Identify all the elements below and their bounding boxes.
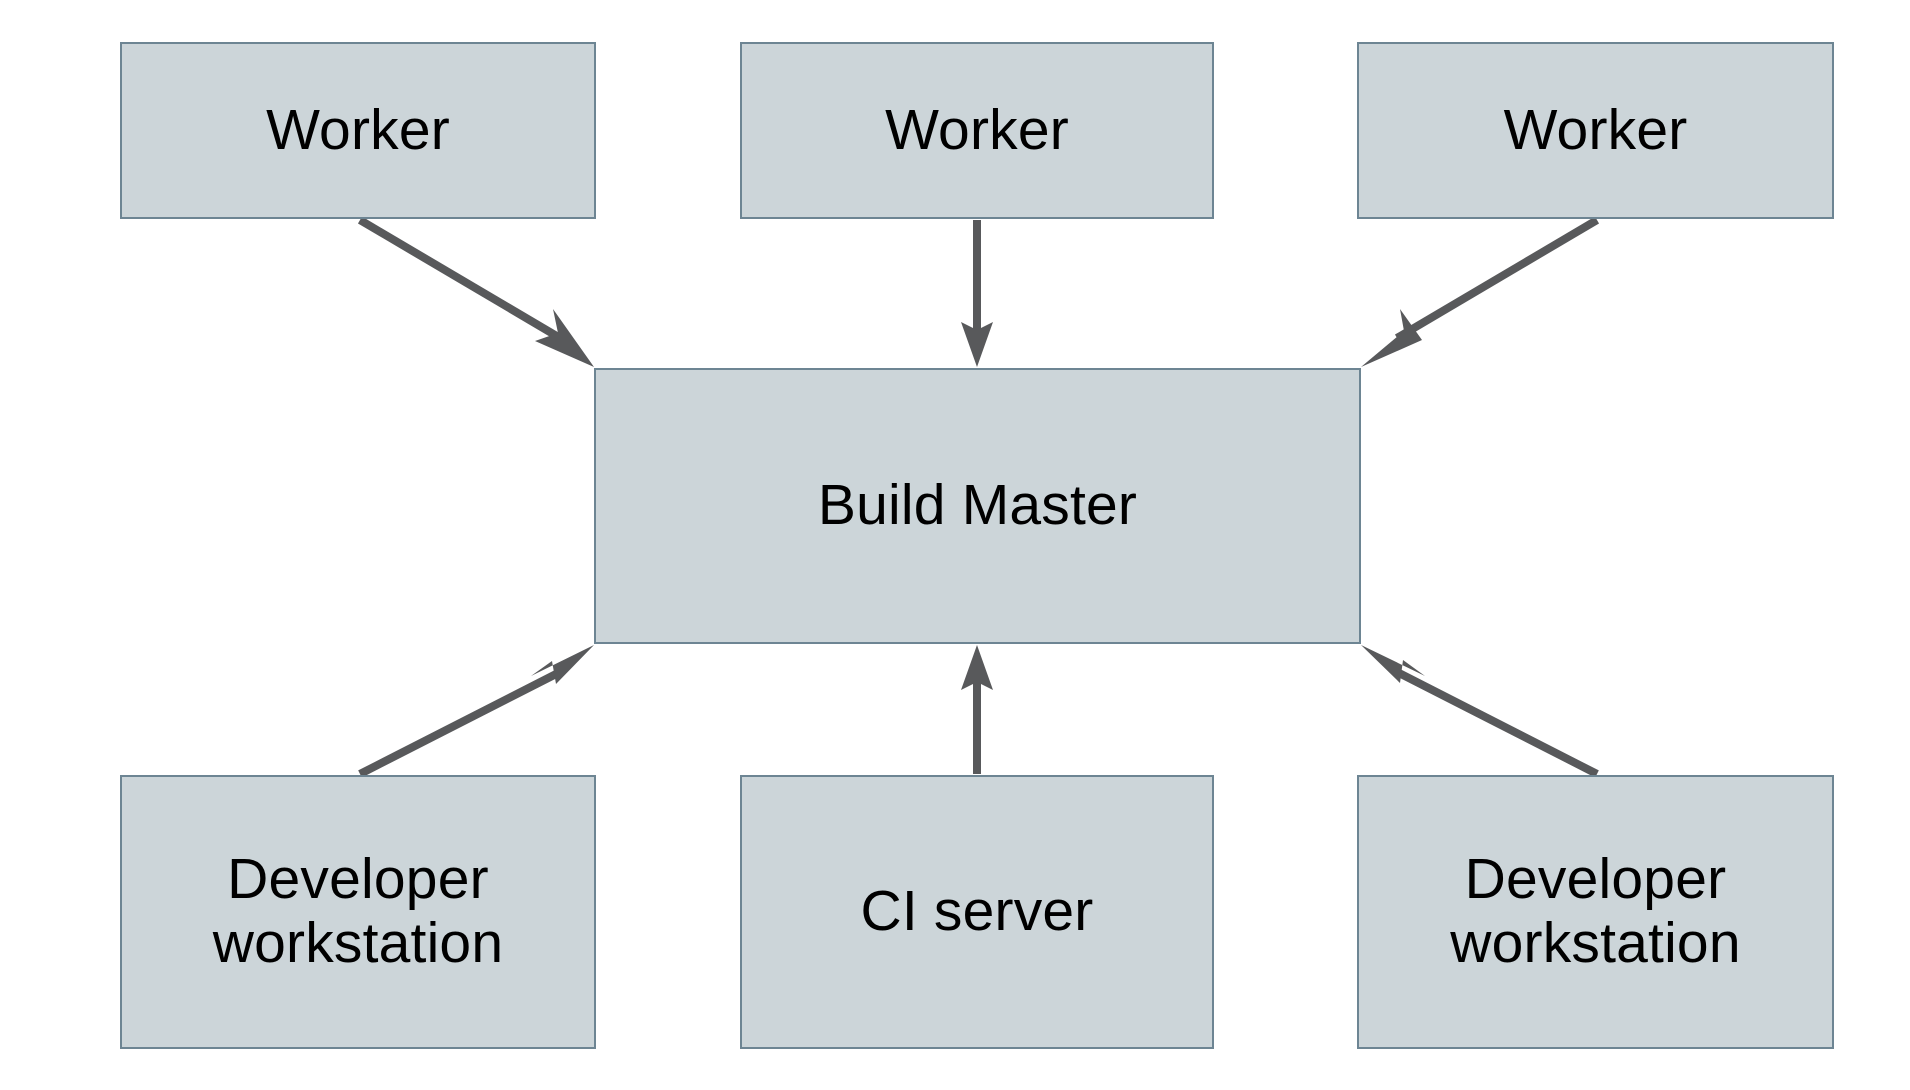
edge-dev-ws-2-to-build-master (1361, 645, 1599, 778)
node-worker-2-label: Worker (885, 97, 1069, 162)
node-developer-workstation-left-label: Developer workstation (212, 847, 504, 975)
node-ci-server-label: CI server (860, 879, 1094, 944)
node-worker-1[interactable]: Worker (120, 42, 596, 219)
edge-ci-server-to-build-master (961, 645, 993, 774)
edge-worker-3-to-build-master (1361, 216, 1600, 367)
edge-worker-1-to-build-master (357, 216, 594, 367)
node-ci-server[interactable]: CI server (740, 775, 1214, 1049)
node-worker-3[interactable]: Worker (1357, 42, 1834, 219)
node-worker-2[interactable]: Worker (740, 42, 1214, 219)
node-build-master-label: Build Master (817, 473, 1138, 538)
node-developer-workstation-right[interactable]: Developer workstation (1357, 775, 1834, 1049)
node-worker-1-label: Worker (266, 97, 450, 162)
node-build-master[interactable]: Build Master (594, 368, 1361, 644)
node-developer-workstation-right-label: Developer workstation (1450, 847, 1741, 975)
node-developer-workstation-left[interactable]: Developer workstation (120, 775, 596, 1049)
node-worker-3-label: Worker (1503, 97, 1688, 162)
edge-worker-2-to-build-master (961, 220, 993, 367)
edge-dev-ws-1-to-build-master (358, 645, 594, 778)
